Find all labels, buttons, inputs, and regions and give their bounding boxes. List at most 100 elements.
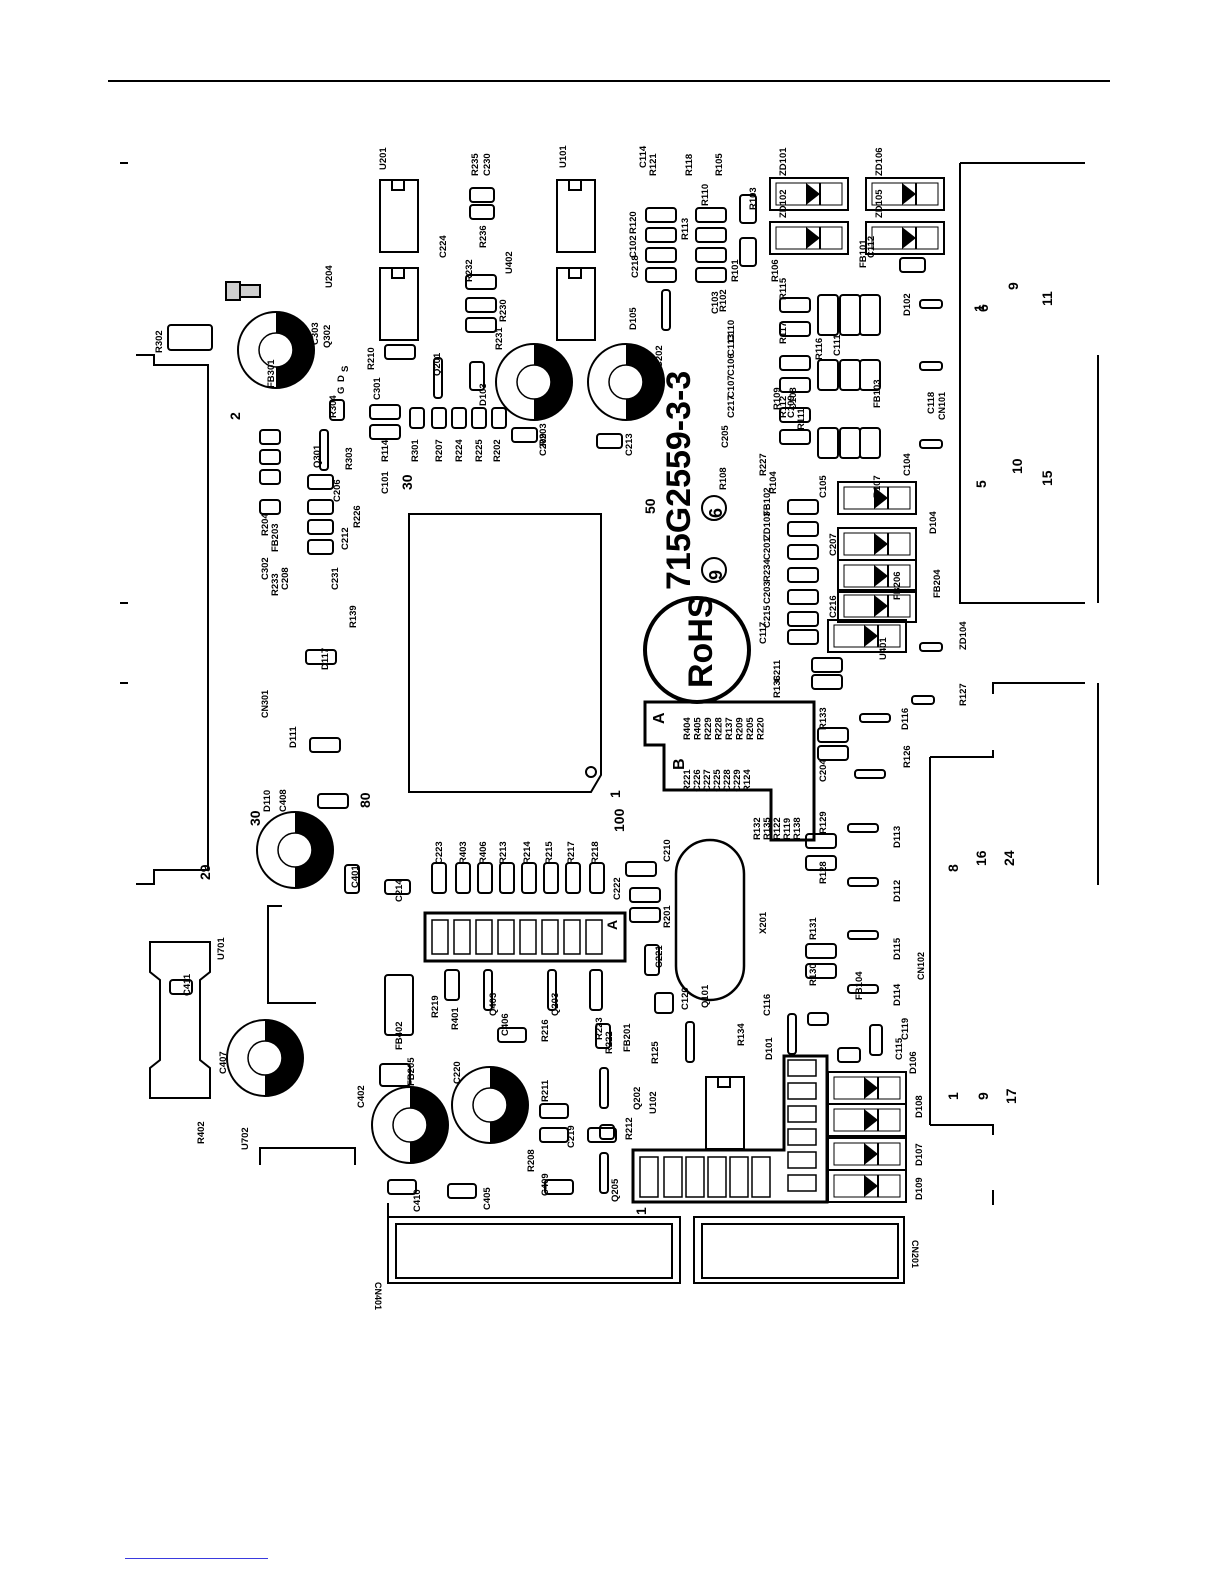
smd-pad	[805, 833, 837, 849]
smd-pad	[645, 207, 677, 223]
smd-pad	[465, 297, 497, 313]
smd-pad	[839, 359, 861, 391]
smd-pad	[787, 499, 819, 515]
component-ref: R201	[662, 905, 673, 928]
resistor-array-cell	[563, 919, 581, 955]
smd-pad	[739, 237, 757, 267]
component-ref: R230	[498, 299, 509, 322]
smd-pad	[847, 930, 879, 940]
block-b-ref: C229	[732, 769, 743, 792]
component-ref: C301	[372, 377, 383, 400]
zener-diode-icon	[827, 1169, 907, 1203]
smd-pad	[859, 294, 881, 336]
smd-pad	[787, 544, 819, 560]
component-ref: C224	[438, 235, 449, 258]
component-ref: ZD102	[778, 189, 789, 218]
resistor-array-cell	[497, 919, 515, 955]
smd-pad	[837, 1047, 861, 1063]
component-ref: C407	[218, 1051, 229, 1074]
smd-pad	[433, 357, 443, 399]
component-ref: C106	[726, 353, 737, 376]
electrolytic-cap-c209-top	[495, 343, 573, 421]
block-b-ref: C226	[692, 769, 703, 792]
cn201-label: CN201	[910, 1240, 920, 1268]
silk-index-number: 1	[607, 790, 623, 798]
zener-diode-icon	[769, 177, 849, 211]
smd-pad	[305, 649, 337, 665]
component-ref: ZD103	[762, 511, 773, 540]
smd-pad	[807, 1012, 829, 1026]
component-ref: C201	[762, 537, 773, 560]
electrolytic-cap-c202	[587, 343, 665, 421]
silk-index-number: 24	[1001, 850, 1017, 866]
smd-pad	[817, 359, 839, 391]
smd-pad	[544, 1179, 574, 1195]
smd-pad	[539, 1127, 569, 1143]
electrolytic-cap-c402	[371, 1086, 449, 1164]
component-ref: D117	[320, 648, 331, 670]
smd-pad	[539, 1103, 569, 1119]
diode-column-cell	[787, 1174, 817, 1192]
component-ref: C303	[310, 322, 321, 345]
component-ref: R202	[492, 439, 503, 462]
component-ref: U402	[504, 251, 515, 274]
rohs-label: RoHS	[682, 595, 720, 688]
smd-pad	[167, 324, 213, 351]
smd-pad	[384, 344, 416, 360]
component-ref: C230	[482, 153, 493, 176]
component-ref: R211	[540, 1079, 551, 1102]
component-ref: R302	[154, 330, 165, 353]
silk-index-number: 6	[975, 304, 991, 312]
component-ref: R131	[808, 917, 819, 940]
component-ref: C102	[628, 235, 639, 258]
component-ref: C103	[710, 291, 721, 314]
component-ref: D110	[262, 790, 273, 812]
smd-pad	[779, 429, 811, 445]
component-ref: R102	[718, 289, 729, 312]
smd-pad	[465, 317, 497, 333]
component-ref: C206	[332, 479, 343, 502]
component-ref: C205	[720, 425, 731, 448]
component-ref: FB402	[394, 1021, 405, 1050]
component-ref: S	[340, 366, 351, 372]
component-ref: C214	[394, 879, 405, 902]
footer-link-underline	[125, 1558, 268, 1559]
component-ref: D115	[892, 937, 903, 960]
cn301-label: CN301	[260, 690, 270, 718]
component-ref: U401	[878, 637, 889, 660]
board-edge-markers	[120, 162, 128, 684]
smd-pad	[779, 297, 811, 313]
smd-pad	[787, 1013, 797, 1055]
component-ref: R222	[604, 1031, 615, 1054]
block-b-label: B	[671, 758, 688, 770]
screw-icon	[225, 281, 261, 301]
smd-pad	[595, 1023, 611, 1049]
block-a-ref: R220	[756, 717, 767, 740]
component-ref: R107	[872, 475, 883, 498]
smd-pad	[869, 1024, 883, 1056]
diode-column-cell	[787, 1151, 817, 1169]
component-ref: D111	[288, 726, 299, 748]
smd-pad	[497, 1027, 527, 1043]
smd-pad	[839, 294, 861, 336]
resistor-array-cell	[431, 919, 449, 955]
smd-pad	[859, 713, 891, 723]
block-a-ref: R137	[724, 717, 735, 740]
silk-index-number: 5	[973, 480, 989, 488]
component-ref: R233	[270, 573, 281, 596]
component-ref: C118	[926, 392, 937, 414]
component-ref: R117	[778, 322, 789, 344]
smd-pad	[596, 433, 623, 449]
zener-diode-icon	[769, 221, 849, 255]
component-ref: C204	[818, 759, 829, 782]
component-ref: R210	[366, 347, 377, 370]
component-ref: R207	[434, 439, 445, 462]
component-ref: C117	[758, 622, 769, 644]
smd-pad	[369, 404, 401, 420]
component-ref: Q101	[700, 984, 711, 1008]
silk-index-number: 2	[227, 412, 243, 420]
smd-pad	[817, 294, 839, 336]
block-b-ref: C227	[702, 769, 713, 792]
smd-pad	[259, 469, 281, 485]
